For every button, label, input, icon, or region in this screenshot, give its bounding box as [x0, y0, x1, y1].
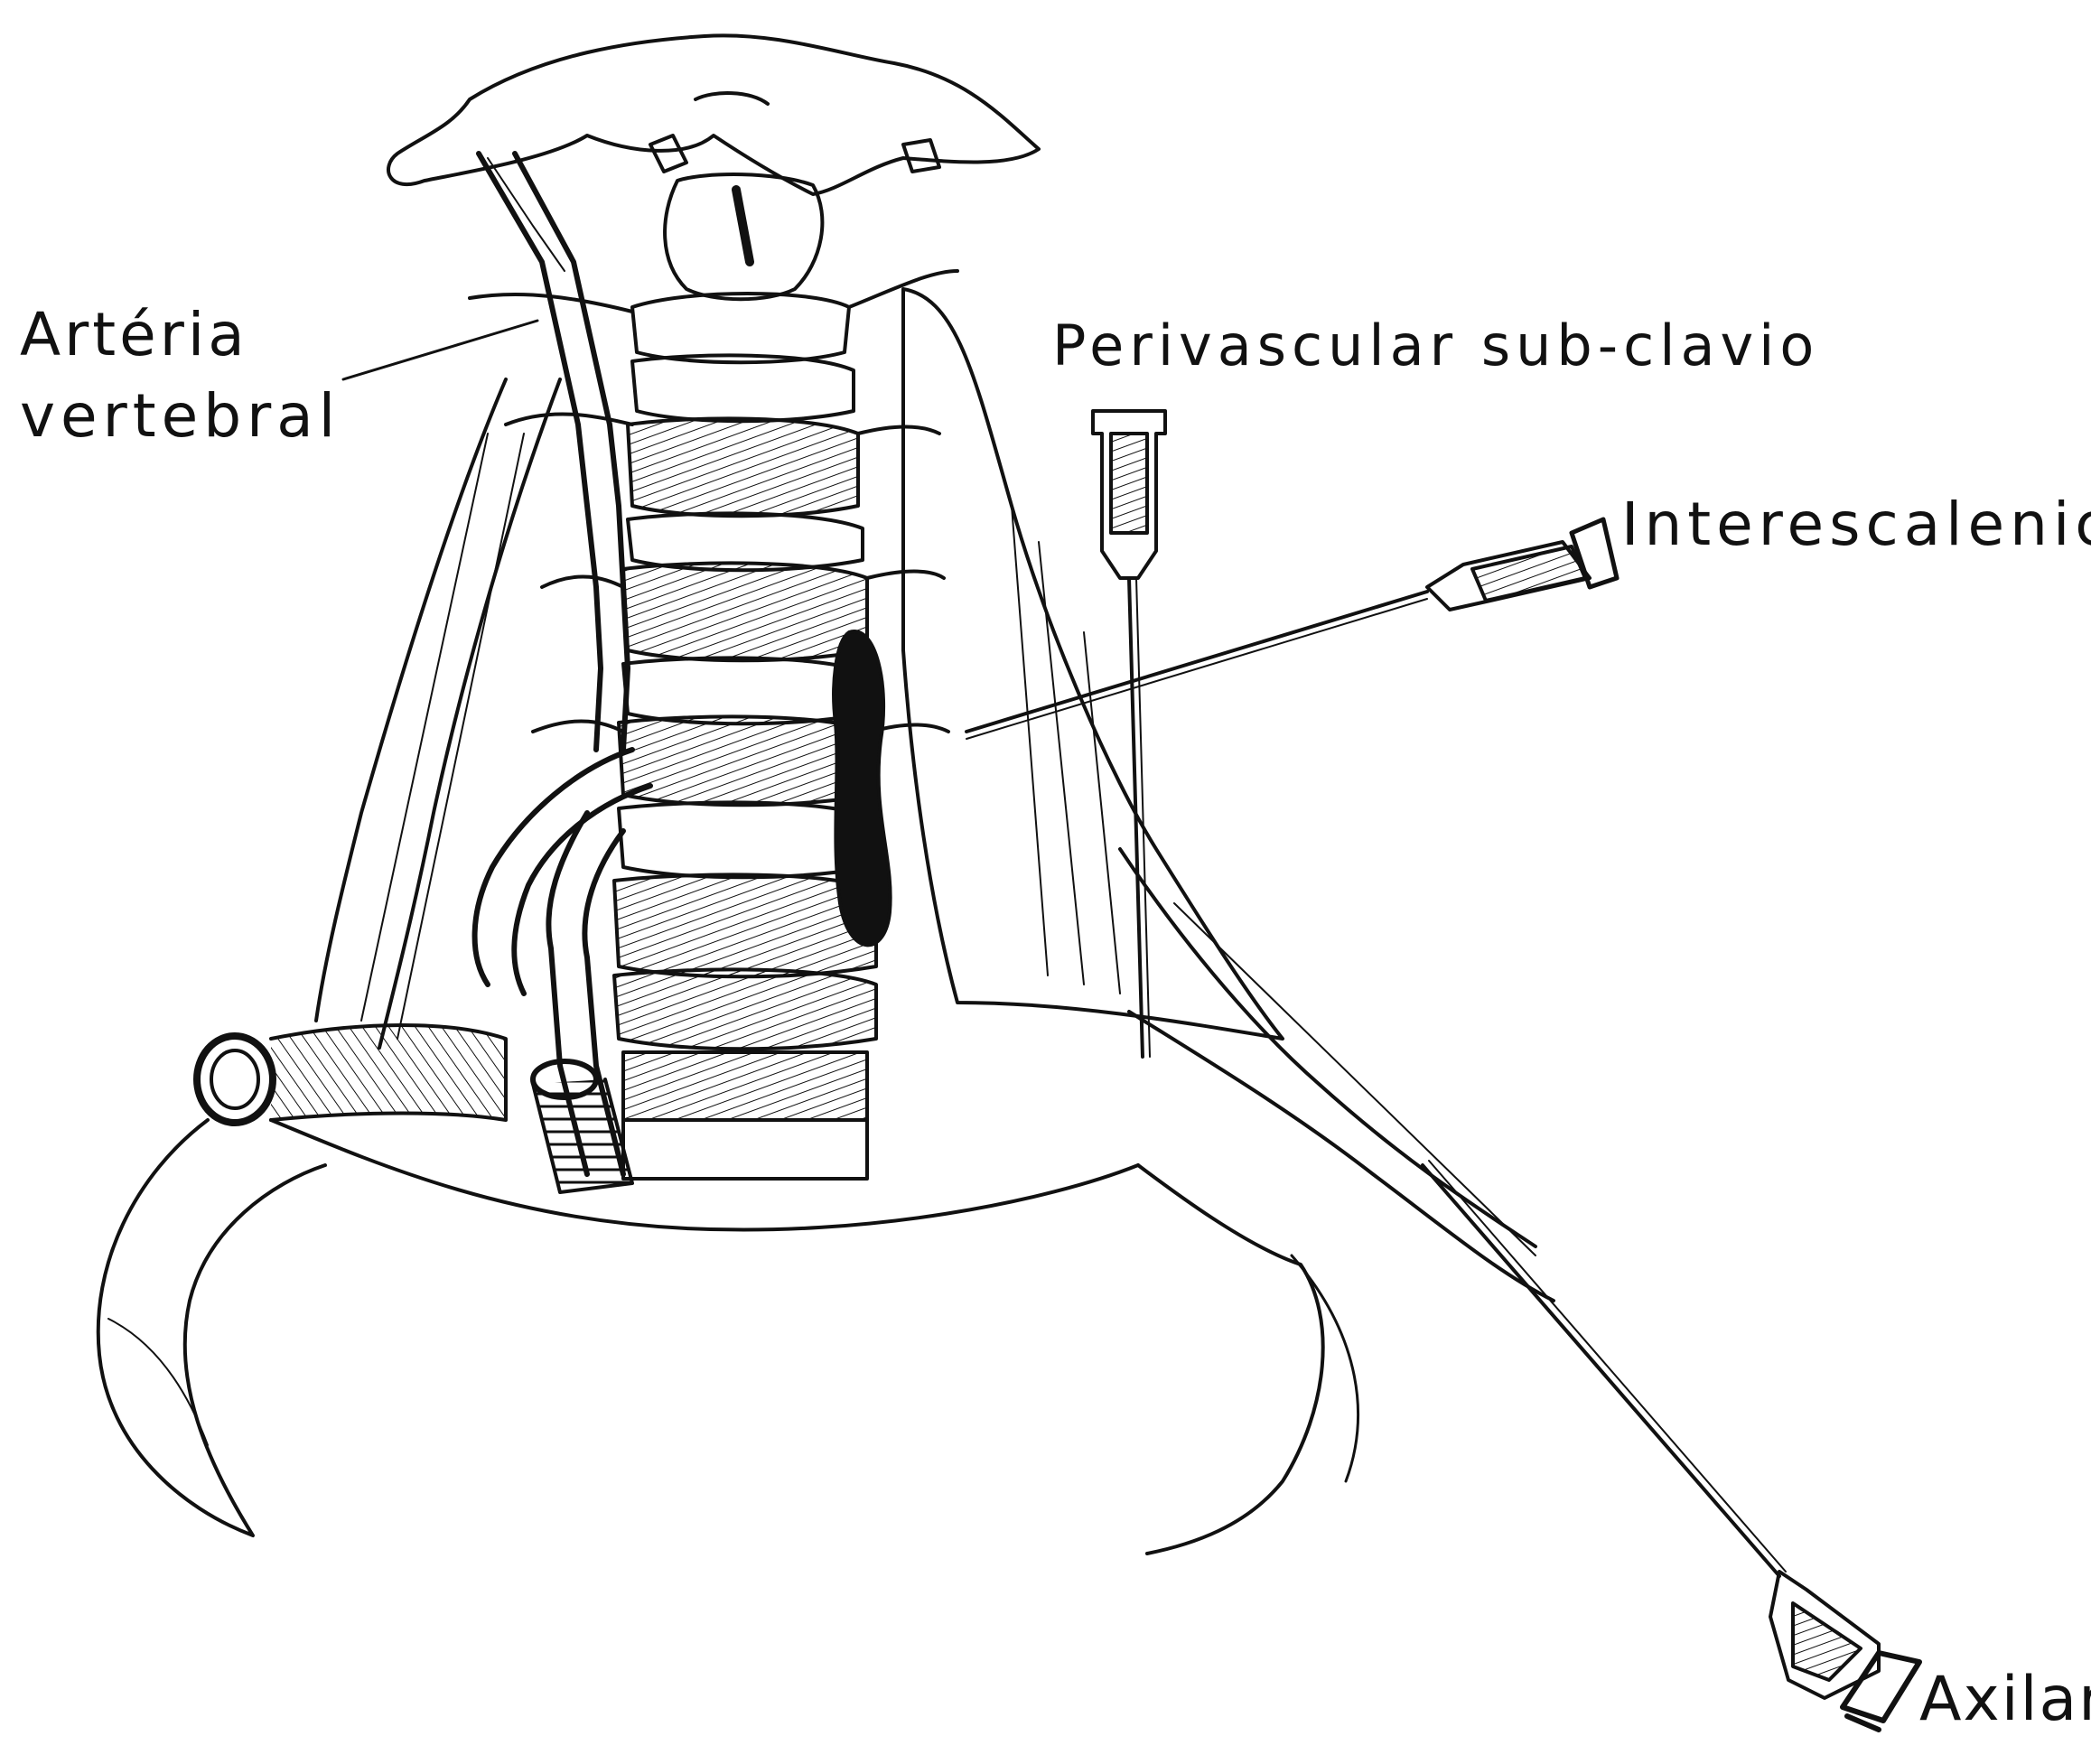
scalene-muscle — [903, 289, 1283, 1039]
perivascular-subclavio-label: Perivascular sub-clavio — [1052, 318, 1819, 374]
first-rib — [98, 1120, 325, 1535]
clavicle-band — [1120, 849, 1536, 1246]
perivascular-needle — [1129, 578, 1143, 1057]
arteria-pointer — [343, 321, 537, 379]
arteria-vertebral-label-line2: vertebral — [20, 387, 341, 446]
interescalenico-needle — [966, 592, 1427, 732]
arteria-vertebral-label-line1: Artéria — [20, 305, 248, 365]
brachial-plexus — [834, 631, 891, 945]
axilar-label: Axilar — [1919, 1669, 2091, 1731]
vertebral-artery — [479, 154, 601, 750]
interescalenico-label: Interescalenico — [1621, 495, 2091, 555]
axilar-needle — [1423, 1165, 1779, 1576]
